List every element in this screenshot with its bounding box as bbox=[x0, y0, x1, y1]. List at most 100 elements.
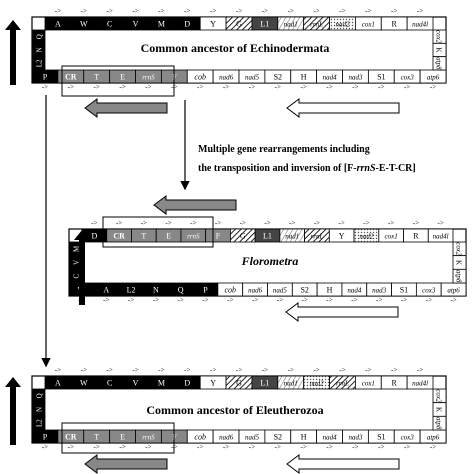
strand-arrow: -> bbox=[81, 7, 87, 15]
strand-arrow: -> bbox=[210, 366, 216, 374]
gene-label: nad5 bbox=[245, 74, 260, 82]
gene-label: K bbox=[455, 260, 463, 265]
gene-label: nad4l bbox=[433, 233, 449, 241]
gene-label: cox3 bbox=[401, 74, 415, 82]
strand-arrow: -> bbox=[378, 443, 384, 451]
gene-label: Q bbox=[36, 393, 44, 398]
strand-arrow: -> bbox=[158, 366, 164, 374]
gene-label: W bbox=[80, 379, 88, 388]
gene-label: nad2 bbox=[335, 21, 350, 29]
strand-arrow: -> bbox=[376, 296, 382, 304]
strand-arrow: -> bbox=[417, 366, 423, 374]
gene-label: nad1 bbox=[285, 233, 299, 241]
gene-label: Y bbox=[210, 20, 216, 29]
strand-arrow: -> bbox=[378, 83, 384, 91]
gene-label: R bbox=[413, 232, 419, 241]
gene-box bbox=[31, 415, 46, 431]
gene-label: P bbox=[43, 73, 48, 82]
strand-arrow: -> bbox=[128, 296, 134, 304]
gene-label: S2 bbox=[300, 286, 308, 295]
module-highlight-box bbox=[61, 422, 175, 454]
gene-label: cox2 bbox=[435, 389, 443, 403]
strand-arrow: -> bbox=[223, 83, 229, 91]
gene-label: rrnL bbox=[336, 380, 349, 388]
strand-arrow: -> bbox=[313, 366, 319, 374]
strand-arrow: -> bbox=[94, 443, 100, 451]
strand-arrow: -> bbox=[184, 7, 190, 15]
strand-arrow: -> bbox=[288, 7, 294, 15]
gene-box bbox=[406, 375, 434, 390]
gene-label: T bbox=[94, 73, 99, 82]
gene-label: S2 bbox=[274, 73, 282, 82]
strand-arrow: -> bbox=[288, 366, 294, 374]
gene-label: atp8 bbox=[435, 57, 443, 70]
gene-label: nad4 bbox=[323, 74, 338, 82]
gene-label: K bbox=[435, 47, 443, 52]
gene-box bbox=[452, 268, 467, 284]
strand-arrow: -> bbox=[404, 443, 410, 451]
annotation-line-2: the transposition and inversion of [F-rr… bbox=[198, 163, 416, 174]
gene-label: F bbox=[172, 73, 177, 82]
strand-arrow: -> bbox=[68, 443, 74, 451]
gene-label: D bbox=[184, 379, 190, 388]
strand-arrow: -> bbox=[437, 219, 443, 227]
gene-label: H bbox=[301, 433, 307, 442]
gene-label: nad6 bbox=[248, 287, 263, 295]
strand-arrow: -> bbox=[202, 296, 208, 304]
strand-arrow: -> bbox=[42, 83, 48, 91]
gene-label: M bbox=[158, 379, 165, 388]
gene-label: rrnS bbox=[142, 74, 155, 82]
gene-label: nad5 bbox=[245, 434, 260, 442]
strand-arrow: -> bbox=[107, 366, 113, 374]
gene-box bbox=[406, 16, 434, 31]
strand-arrow: -> bbox=[190, 219, 196, 227]
gene-label: R bbox=[392, 379, 398, 388]
strand-arrow: -> bbox=[55, 366, 61, 374]
gene-label: rrnS bbox=[187, 233, 200, 241]
strand-arrow: -> bbox=[339, 7, 345, 15]
gene-label: CR bbox=[65, 73, 77, 82]
gene-label: F bbox=[172, 433, 177, 442]
gene-label: nad1 bbox=[284, 380, 298, 388]
gene-label: V bbox=[133, 20, 139, 29]
gene-label: Q bbox=[36, 34, 44, 39]
strand-direction-arrow bbox=[84, 454, 168, 474]
strand-arrow: -> bbox=[275, 443, 281, 451]
strand-direction-arrow bbox=[285, 302, 399, 322]
gene-label: nad5 bbox=[273, 287, 288, 295]
strand-arrow: -> bbox=[277, 296, 283, 304]
gene-label: T bbox=[141, 232, 146, 241]
strand-arrow: -> bbox=[119, 443, 125, 451]
gene-label: cob bbox=[194, 73, 206, 82]
strand-arrow: -> bbox=[401, 296, 407, 304]
strand-arrow: -> bbox=[223, 443, 229, 451]
gene-label: Y bbox=[210, 379, 216, 388]
gene-label: M bbox=[158, 20, 165, 29]
strand-arrow: -> bbox=[417, 7, 423, 15]
gene-label: cob bbox=[194, 433, 206, 442]
gene-label: S1 bbox=[377, 433, 385, 442]
gene-label: A bbox=[103, 286, 109, 295]
strand-arrow: -> bbox=[275, 83, 281, 91]
gene-label: rrnL bbox=[311, 233, 324, 241]
gene-label: S1 bbox=[377, 73, 385, 82]
strand-arrow: -> bbox=[227, 296, 233, 304]
gene-label: K bbox=[435, 407, 443, 412]
strand-arrow: -> bbox=[430, 83, 436, 91]
gene-label: nad3 bbox=[372, 287, 387, 295]
strand-arrow: -> bbox=[184, 366, 190, 374]
strand-arrow: -> bbox=[91, 219, 97, 227]
gene-label: P bbox=[43, 433, 48, 442]
gene-label: atp6 bbox=[427, 74, 440, 82]
gene-label: nad2 bbox=[359, 233, 374, 241]
strand-arrow: -> bbox=[352, 83, 358, 91]
gene-label: rrnS bbox=[142, 434, 155, 442]
vertical-direction-arrow bbox=[74, 230, 90, 305]
gene-label: cox1 bbox=[362, 21, 375, 29]
strand-direction-arrow bbox=[84, 98, 168, 118]
gene-label: N bbox=[36, 407, 44, 412]
gene-label: L2 bbox=[127, 286, 136, 295]
strand-direction-arrow bbox=[286, 98, 400, 118]
strand-arrow: -> bbox=[178, 296, 184, 304]
